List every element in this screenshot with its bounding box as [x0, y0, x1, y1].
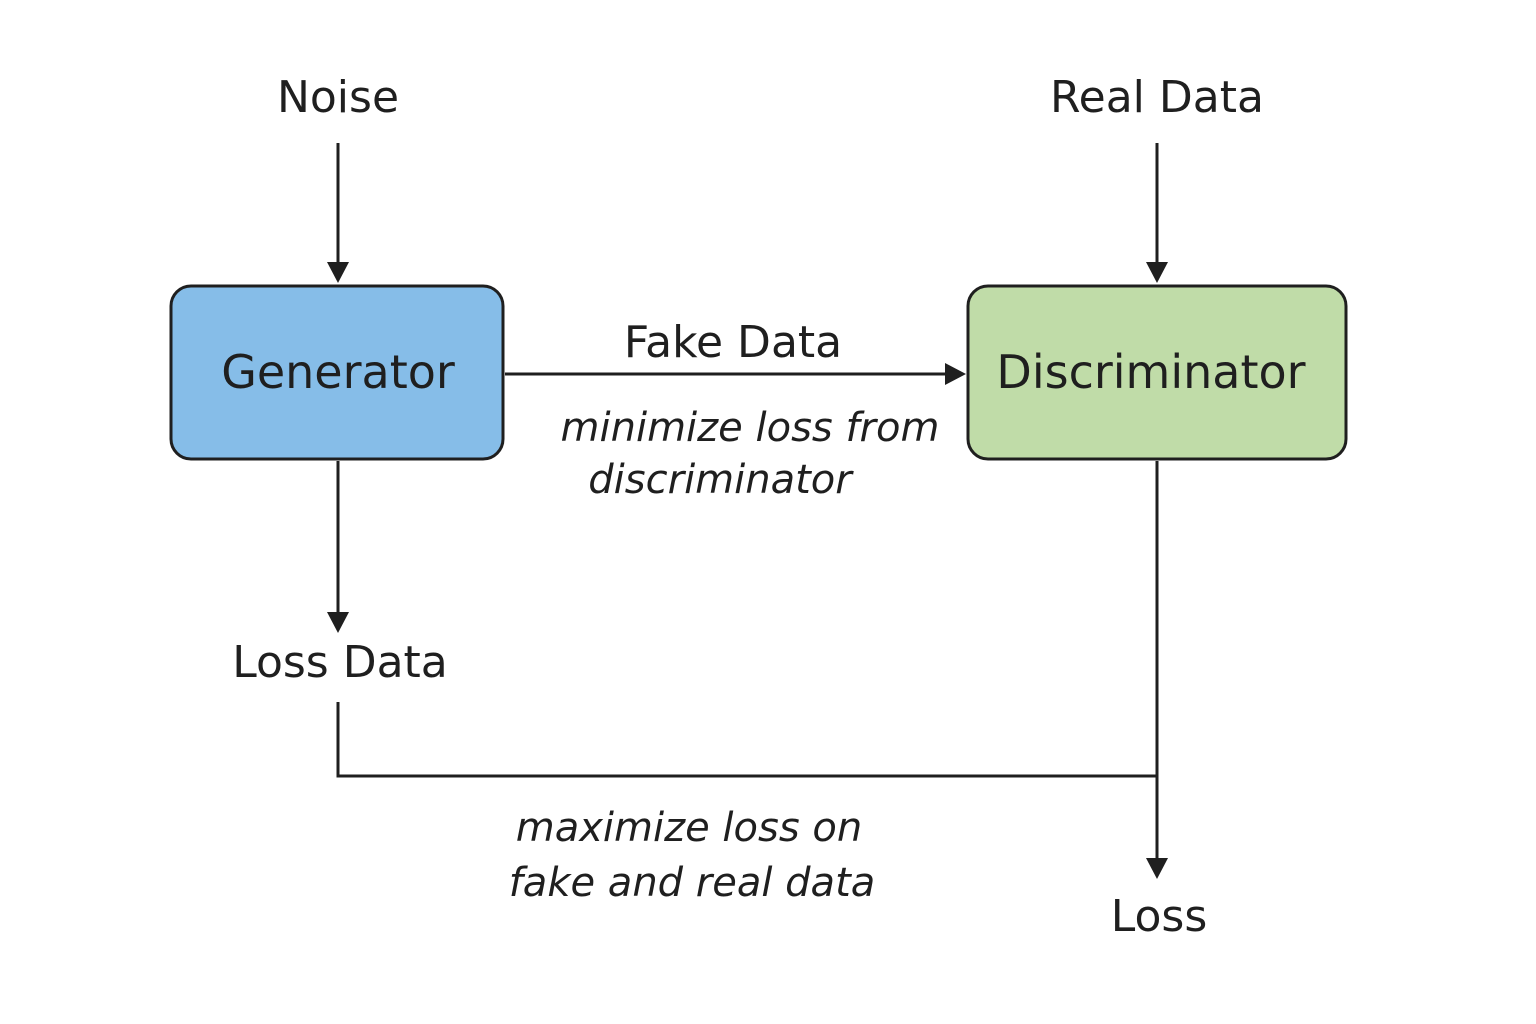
- generator-to-loss-data-arrow: [327, 461, 349, 633]
- real-data-to-discriminator-arrow: [1146, 143, 1168, 283]
- noise-label: Noise: [277, 72, 399, 123]
- discriminator-to-loss-arrow: [1146, 461, 1168, 879]
- discriminator-objective-line-2: fake and real data: [509, 860, 876, 906]
- fake-data-label: Fake Data: [624, 317, 842, 368]
- noise-to-generator-arrow: [327, 143, 349, 283]
- discriminator-node: Discriminator: [966, 284, 1348, 461]
- discriminator-label: Discriminator: [996, 345, 1305, 399]
- real-data-label: Real Data: [1050, 72, 1264, 123]
- discriminator-objective-line-1: maximize loss on: [516, 805, 862, 851]
- generator-box: [169, 284, 505, 461]
- generator-objective-line-2: discriminator: [588, 457, 854, 503]
- generator-objective-line-1: minimize loss from: [561, 405, 940, 451]
- discriminator-box: [966, 284, 1348, 461]
- generator-node: Generator: [169, 284, 505, 461]
- generator-label: Generator: [221, 345, 455, 399]
- loss-label: Loss: [1111, 891, 1208, 942]
- loss-data-label: Loss Data: [232, 637, 448, 688]
- fake-data-arrow: [505, 363, 966, 385]
- loss-data-connector: [336, 702, 1157, 778]
